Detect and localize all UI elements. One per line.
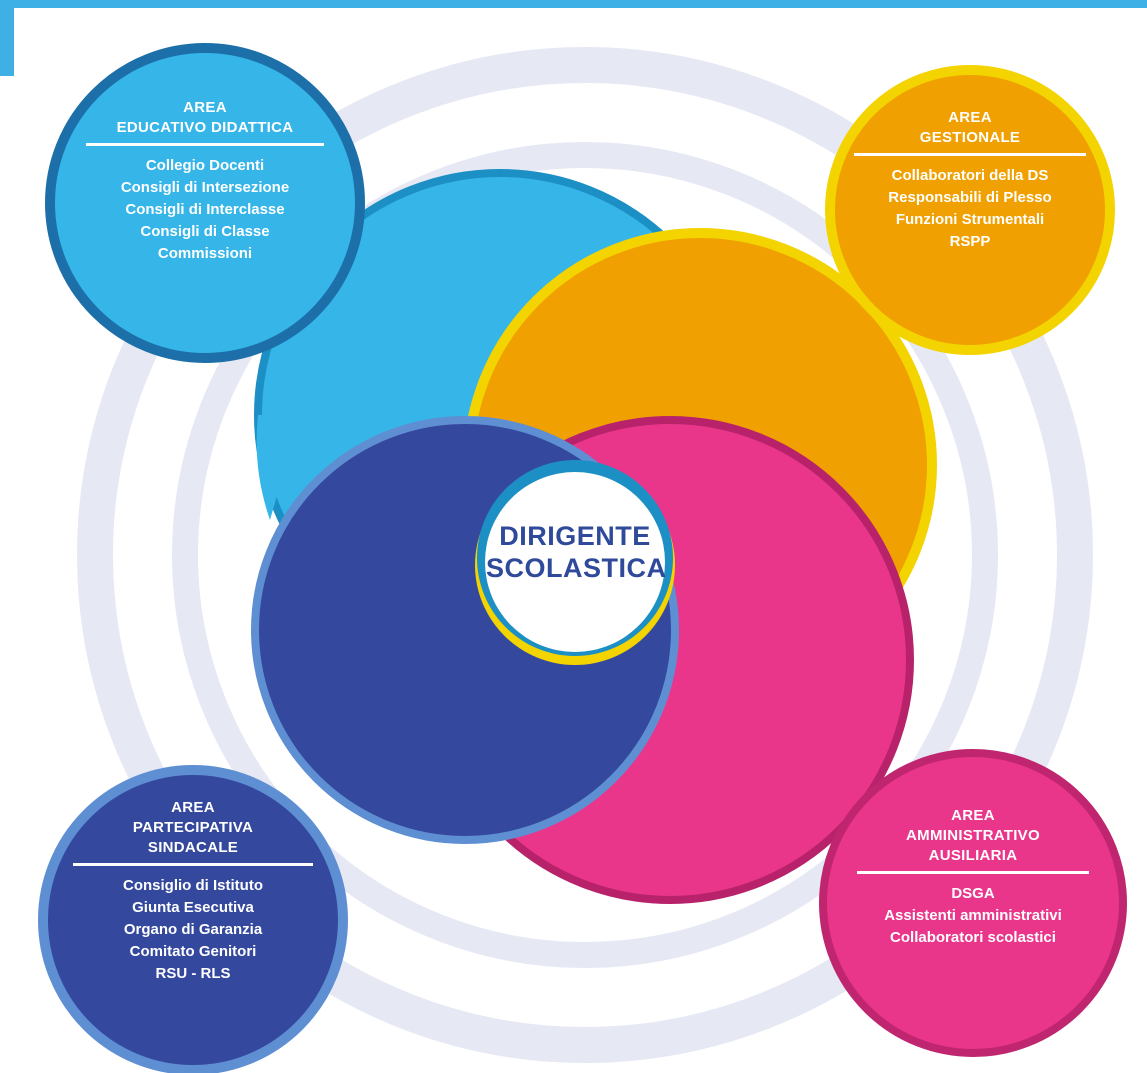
area-item: Collegio Docenti — [145, 157, 265, 174]
area-items: Collaboratori della DS Responsabili di P… — [850, 165, 1090, 253]
area-title-line: AMMINISTRATIVO — [906, 827, 1040, 844]
center-circle — [485, 472, 665, 652]
area-title-line: GESTIONALE — [919, 129, 1021, 146]
area-item: Comitato Genitori — [129, 943, 257, 960]
area-title-line: AREA — [183, 99, 227, 116]
area-item: Funzioni Strumentali — [895, 211, 1045, 228]
area-items: Consiglio di Istituto Giunta Esecutiva O… — [68, 875, 318, 985]
area-title: AREA GESTIONALE — [850, 108, 1090, 148]
center-label-line1: DIRIGENTE — [499, 521, 651, 551]
area-item: DSGA — [951, 885, 995, 902]
corner-accent-tab — [0, 0, 14, 76]
area-divider — [857, 871, 1089, 874]
petal-educativo-tip — [256, 415, 300, 520]
area-gestionale: AREA GESTIONALE Collaboratori della DS R… — [850, 108, 1090, 253]
area-title-line: AREA — [951, 807, 995, 824]
area-item: Commissioni — [157, 245, 253, 262]
area-item: Organo di Garanzia — [123, 921, 263, 938]
area-title: AREA EDUCATIVO DIDATTICA — [70, 98, 340, 138]
area-title: AREA AMMINISTRATIVO AUSILIARIA — [843, 806, 1103, 866]
area-title-line: AREA — [171, 799, 215, 816]
center-label-line2: SCOLASTICA — [486, 553, 667, 583]
area-title-line: EDUCATIVO DIDATTICA — [116, 119, 294, 136]
area-items: DSGA Assistenti amministrativi Collabora… — [843, 883, 1103, 949]
background-ring-inner — [172, 142, 998, 968]
bubble-gestionale — [825, 65, 1115, 355]
area-item: Giunta Esecutiva — [132, 899, 254, 916]
area-title-line: PARTECIPATIVA — [132, 819, 254, 836]
background-ring-outer — [77, 47, 1093, 1063]
area-items: Collegio Docenti Consigli di Intersezion… — [70, 155, 340, 265]
area-item: Consigli di Interclasse — [125, 201, 285, 218]
area-divider — [854, 153, 1086, 156]
area-title-line: SINDACALE — [147, 839, 239, 856]
background-rings — [77, 47, 1093, 1063]
area-item: Collaboratori scolastici — [890, 929, 1056, 946]
bubble-amministrativo — [819, 749, 1127, 1057]
area-item: Consiglio di Istituto — [123, 877, 263, 894]
area-item: Consigli di Classe — [140, 223, 270, 240]
area-item: RSU - RLS — [155, 965, 231, 982]
area-title-line: AREA — [948, 109, 992, 126]
area-item: Collaboratori della DS — [891, 167, 1049, 184]
center-label: DIRIGENTE SCOLASTICA — [486, 520, 667, 584]
area-title-line: AUSILIARIA — [928, 847, 1018, 864]
area-educativo: AREA EDUCATIVO DIDATTICA Collegio Docent… — [70, 98, 340, 265]
area-item: Assistenti amministrativi — [884, 907, 1062, 924]
area-item: Consigli di Intersezione — [120, 179, 290, 196]
area-divider — [86, 143, 324, 146]
bubble-partecipativa — [38, 765, 348, 1073]
area-item: RSPP — [949, 233, 991, 250]
area-amministrativo: AREA AMMINISTRATIVO AUSILIARIA DSGA Assi… — [843, 806, 1103, 949]
bubble-educativo — [45, 43, 365, 363]
area-item: Responsabili di Plesso — [888, 189, 1052, 206]
area-title: AREA PARTECIPATIVA SINDACALE — [68, 798, 318, 858]
area-divider — [73, 863, 313, 866]
area-partecipativa: AREA PARTECIPATIVA SINDACALE Consiglio d… — [68, 798, 318, 985]
top-accent-bar — [0, 0, 1147, 8]
area-bubbles — [38, 43, 1127, 1073]
